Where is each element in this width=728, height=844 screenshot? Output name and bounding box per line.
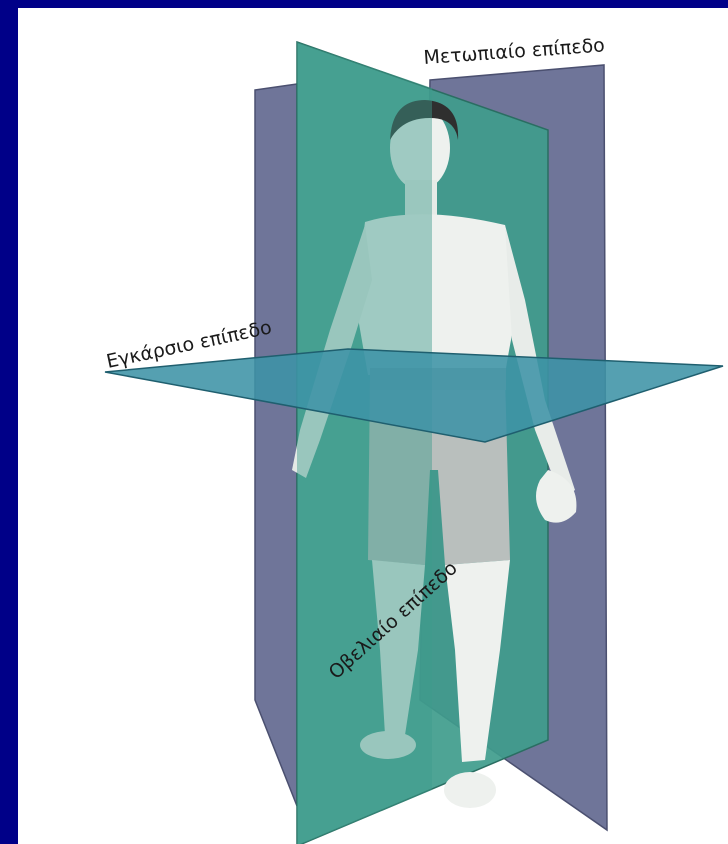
coronal-plane-label: Μετωπιαίο επίπεδο — [423, 34, 606, 69]
sagittal-plane-overlay — [297, 42, 432, 844]
transverse-plane — [105, 349, 723, 442]
coronal-plane-left — [255, 84, 297, 806]
